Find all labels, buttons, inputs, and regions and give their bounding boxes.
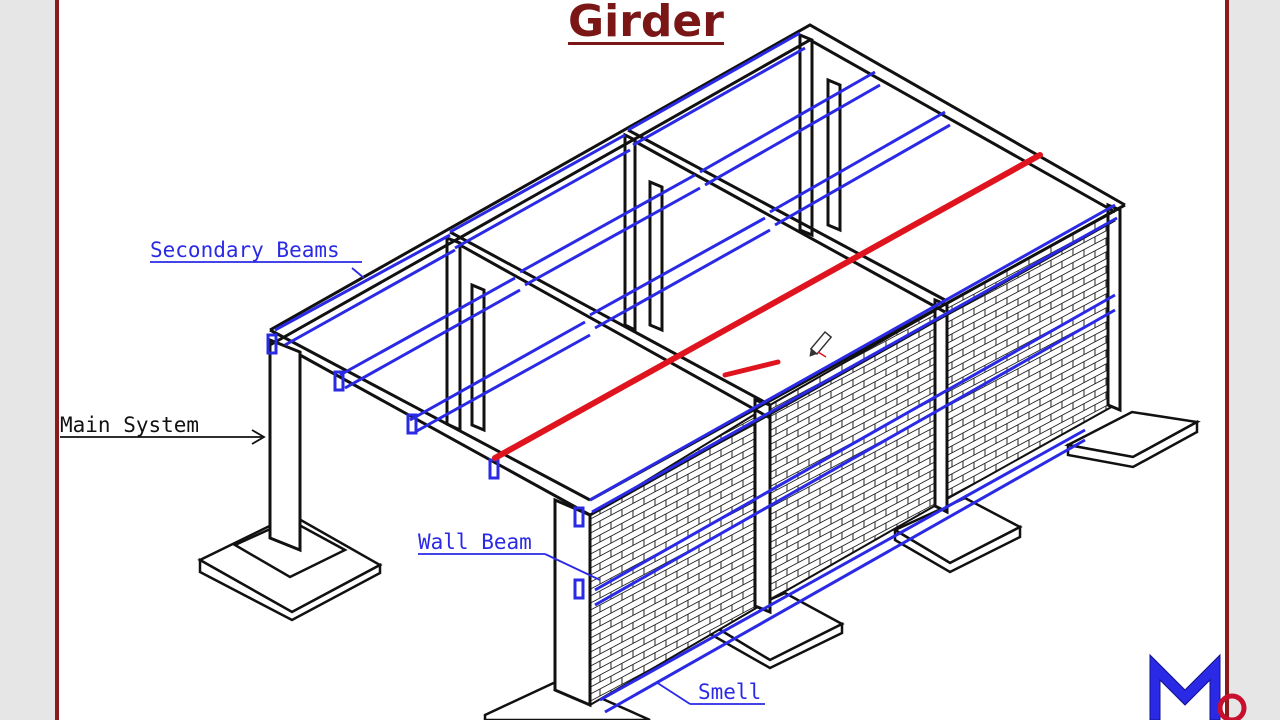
pen-stroke-mark — [817, 351, 827, 358]
label-leaders — [60, 261, 765, 705]
channel-logo-icon — [1149, 653, 1247, 720]
label-wall-beam: Wall Beam — [418, 530, 532, 554]
footings — [197, 410, 1201, 720]
highlighted-girder — [492, 152, 1043, 461]
slide-title: Girder — [568, 0, 724, 47]
pencil-cursor-icon — [809, 330, 833, 357]
label-secondary-beams: Secondary Beams — [150, 238, 340, 262]
secondary-beams — [266, 31, 1118, 714]
label-main-system: Main System — [60, 413, 199, 437]
label-smell: Smell — [698, 680, 761, 704]
